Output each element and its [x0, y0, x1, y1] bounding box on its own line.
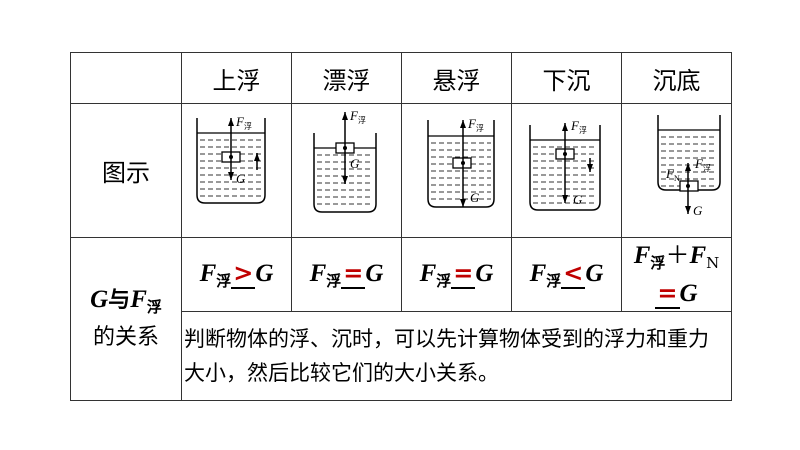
buoyant-label: F浮	[467, 116, 484, 133]
buoyant-label: F浮	[349, 108, 366, 125]
formula-rise: F浮>G	[181, 237, 292, 312]
gravity-label: G	[236, 171, 246, 186]
comparison-symbol: =	[341, 258, 366, 289]
formula-float: F浮=G	[291, 237, 402, 312]
center-dot	[461, 161, 465, 165]
label-text: 与	[108, 287, 131, 313]
center-dot	[686, 184, 690, 188]
beaker-2	[427, 120, 495, 208]
comparison-symbol: =	[655, 278, 680, 309]
header-suspend: 悬浮	[401, 52, 512, 104]
relation-row-label: G与F浮 的关系	[70, 237, 182, 401]
comparison-symbol: <	[561, 258, 586, 289]
gravity-arrow-head	[228, 172, 234, 180]
buoyancy-table: 上浮 漂浮 悬浮 下沉 沉底 图示 G与F浮 的关系 F浮>G F浮=G F浮=…	[70, 52, 732, 401]
buoyant-force-arrow-head	[685, 163, 691, 171]
note-text: 判断物体的浮、沉时，可以先计算物体受到的浮力和重力大小，然后比较它们的大小关系。	[181, 311, 732, 401]
buoyant-label: F浮	[694, 156, 711, 173]
header-sink: 下沉	[511, 52, 622, 104]
gravity-arrow-head	[562, 195, 568, 203]
buoyant-force-arrow-head	[342, 112, 348, 120]
center-dot	[229, 155, 233, 159]
diagram-cell	[181, 103, 292, 238]
buoyant-force-arrow-head	[228, 118, 234, 126]
motion-arrow-head	[254, 153, 260, 161]
center-dot	[563, 152, 567, 156]
formula-suspend: F浮=G	[401, 237, 512, 312]
gravity-label: G	[573, 192, 583, 207]
g-symbol: G	[90, 286, 109, 313]
header-sink-bottom: 沉底	[621, 52, 732, 104]
buoyant-force-arrow-head	[562, 123, 568, 131]
formula-sink-bottom: F浮＋FN =G	[621, 237, 732, 312]
center-dot	[343, 146, 347, 150]
gravity-label: G	[350, 156, 360, 171]
normal-force-label: FN	[665, 166, 680, 183]
gravity-arrow-head	[685, 206, 691, 214]
buoyant-force-arrow-head	[460, 120, 466, 128]
diagram-cell	[621, 103, 732, 238]
comparison-symbol: =	[451, 258, 476, 289]
label-text: 的关系	[92, 325, 159, 350]
diagram-row-label: 图示	[70, 103, 182, 238]
beaker-3	[529, 125, 601, 211]
f-symbol: F	[130, 286, 147, 313]
beaker-0	[196, 118, 266, 204]
diagram-cell	[291, 103, 402, 238]
buoyant-label: F浮	[235, 114, 252, 131]
gravity-arrow-head	[342, 176, 348, 184]
buoyant-label: F浮	[570, 118, 587, 135]
beaker-1	[313, 133, 377, 213]
comparison-symbol: >	[231, 258, 256, 289]
gravity-label: G	[693, 203, 703, 218]
f-subscript: 浮	[146, 298, 162, 316]
motion-arrow-head	[587, 164, 593, 172]
gravity-label: G	[470, 190, 480, 205]
formula-sink: F浮<G	[511, 237, 622, 312]
gravity-arrow-head	[460, 199, 466, 207]
